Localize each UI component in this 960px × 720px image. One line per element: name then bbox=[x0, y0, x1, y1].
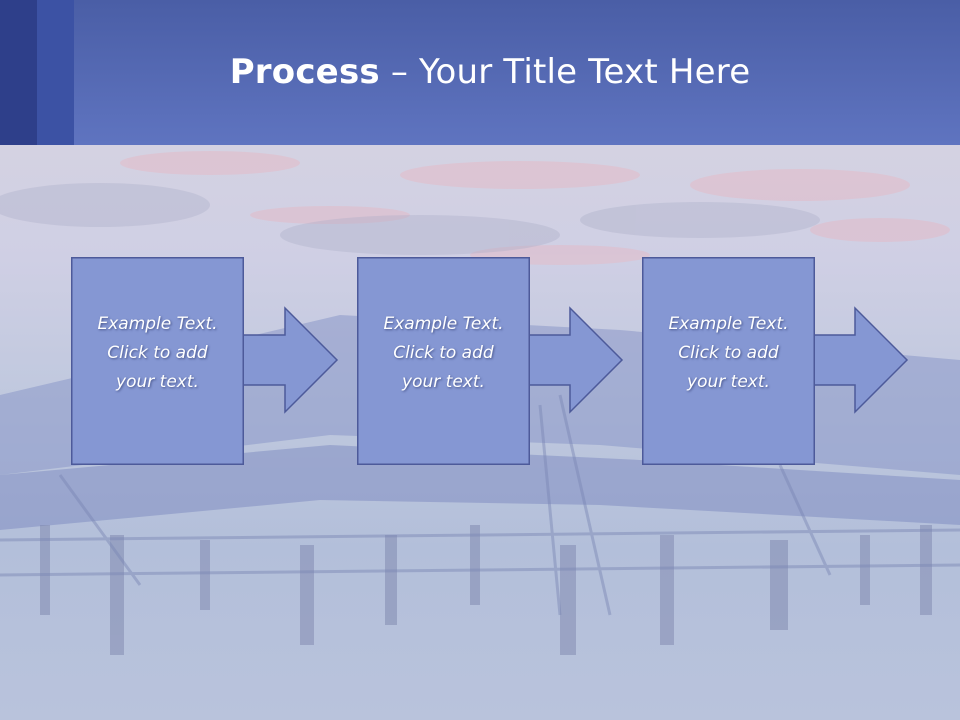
slide-title-bold: Process bbox=[229, 52, 380, 92]
step-text-line: your text. bbox=[402, 372, 485, 392]
slide-title[interactable]: Process – Your Title Text Here bbox=[0, 52, 960, 92]
step-text-line: Click to add bbox=[107, 343, 208, 363]
process-step-1[interactable]: Example Text. Click to add your text. bbox=[71, 257, 244, 465]
step-text-line: your text. bbox=[687, 372, 770, 392]
process-step-2[interactable]: Example Text. Click to add your text. bbox=[357, 257, 530, 465]
step-text-line: Example Text. bbox=[668, 314, 789, 334]
title-bar: Process – Your Title Text Here bbox=[0, 0, 960, 145]
step-text-2[interactable]: Example Text. Click to add your text. bbox=[357, 310, 530, 397]
step-text-1[interactable]: Example Text. Click to add your text. bbox=[71, 310, 244, 397]
step-text-line: Click to add bbox=[678, 343, 779, 363]
step-box-shape bbox=[642, 257, 815, 465]
step-text-line: your text. bbox=[116, 372, 199, 392]
process-step-3[interactable]: Example Text. Click to add your text. bbox=[642, 257, 815, 465]
header-accent-strip bbox=[0, 0, 37, 145]
step-text-line: Example Text. bbox=[383, 314, 504, 334]
slide-title-rest: – Your Title Text Here bbox=[379, 52, 751, 92]
step-arrow-1 bbox=[230, 306, 339, 414]
step-box-shape bbox=[357, 257, 530, 465]
step-text-line: Example Text. bbox=[97, 314, 218, 334]
step-arrow-2 bbox=[515, 306, 624, 414]
step-box-shape bbox=[71, 257, 244, 465]
header-accent-strip bbox=[37, 0, 74, 145]
step-text-3[interactable]: Example Text. Click to add your text. bbox=[642, 310, 815, 397]
step-text-line: Click to add bbox=[393, 343, 494, 363]
step-arrow-3 bbox=[800, 306, 909, 414]
